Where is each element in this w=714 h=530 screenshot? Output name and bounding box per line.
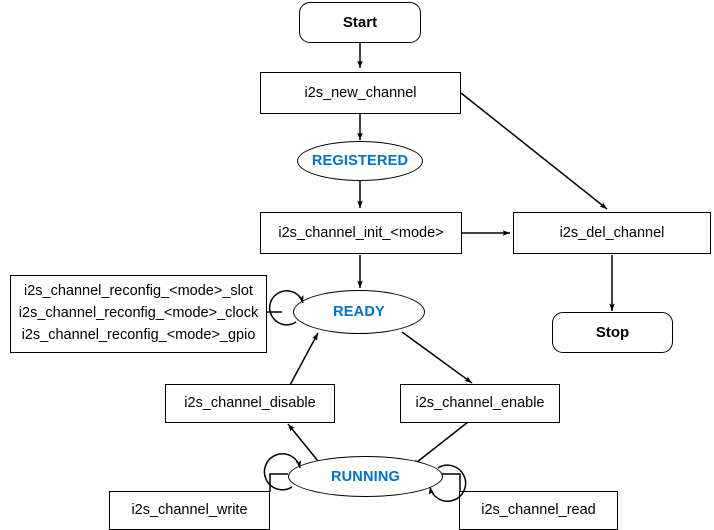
node-i2s-channel-read-label: i2s_channel_read — [481, 502, 596, 519]
edge-channel-enable-to-running — [411, 421, 469, 467]
node-i2s-channel-enable[interactable]: i2s_channel_enable — [400, 384, 560, 423]
node-i2s-channel-init-label: i2s_channel_init_<mode> — [278, 224, 444, 241]
node-i2s-channel-disable-label: i2s_channel_disable — [184, 395, 316, 412]
node-i2s-channel-write-label: i2s_channel_write — [131, 502, 248, 519]
node-registered-state[interactable]: REGISTERED — [297, 141, 423, 181]
edge-new-channel-to-del-channel — [460, 92, 608, 210]
node-i2s-channel-enable-label: i2s_channel_enable — [415, 395, 545, 412]
node-running-label: RUNNING — [330, 468, 401, 485]
edge-running-to-channel-disable — [287, 423, 323, 467]
node-i2s-channel-read[interactable]: i2s_channel_read — [459, 491, 618, 530]
node-ready-state[interactable]: READY — [293, 290, 425, 334]
node-i2s-del-channel[interactable]: i2s_del_channel — [513, 212, 711, 254]
node-running-state[interactable]: RUNNING — [288, 456, 443, 497]
node-i2s-channel-reconfig[interactable]: i2s_channel_reconfig_<mode>_slot i2s_cha… — [10, 275, 267, 353]
node-i2s-channel-reconfig-label: i2s_channel_reconfig_<mode>_slot i2s_cha… — [18, 283, 259, 343]
node-i2s-new-channel-label: i2s_new_channel — [304, 84, 417, 101]
node-i2s-channel-init[interactable]: i2s_channel_init_<mode> — [260, 212, 462, 254]
node-i2s-channel-disable[interactable]: i2s_channel_disable — [165, 384, 335, 423]
edge-channel-read-to-running — [442, 473, 461, 492]
edge-channel-disable-to-ready — [289, 332, 319, 386]
node-stop[interactable]: Stop — [552, 312, 673, 353]
edge-ready-to-channel-enable — [401, 331, 473, 384]
node-i2s-channel-write[interactable]: i2s_channel_write — [109, 491, 270, 530]
node-start[interactable]: Start — [299, 2, 421, 43]
node-stop-label: Stop — [595, 324, 630, 341]
node-start-label: Start — [342, 14, 378, 31]
node-ready-label: READY — [333, 304, 385, 320]
edge-channel-write-to-running — [269, 473, 288, 492]
node-i2s-new-channel[interactable]: i2s_new_channel — [260, 72, 461, 114]
node-i2s-del-channel-label: i2s_del_channel — [559, 224, 665, 241]
node-registered-label: REGISTERED — [311, 153, 409, 169]
